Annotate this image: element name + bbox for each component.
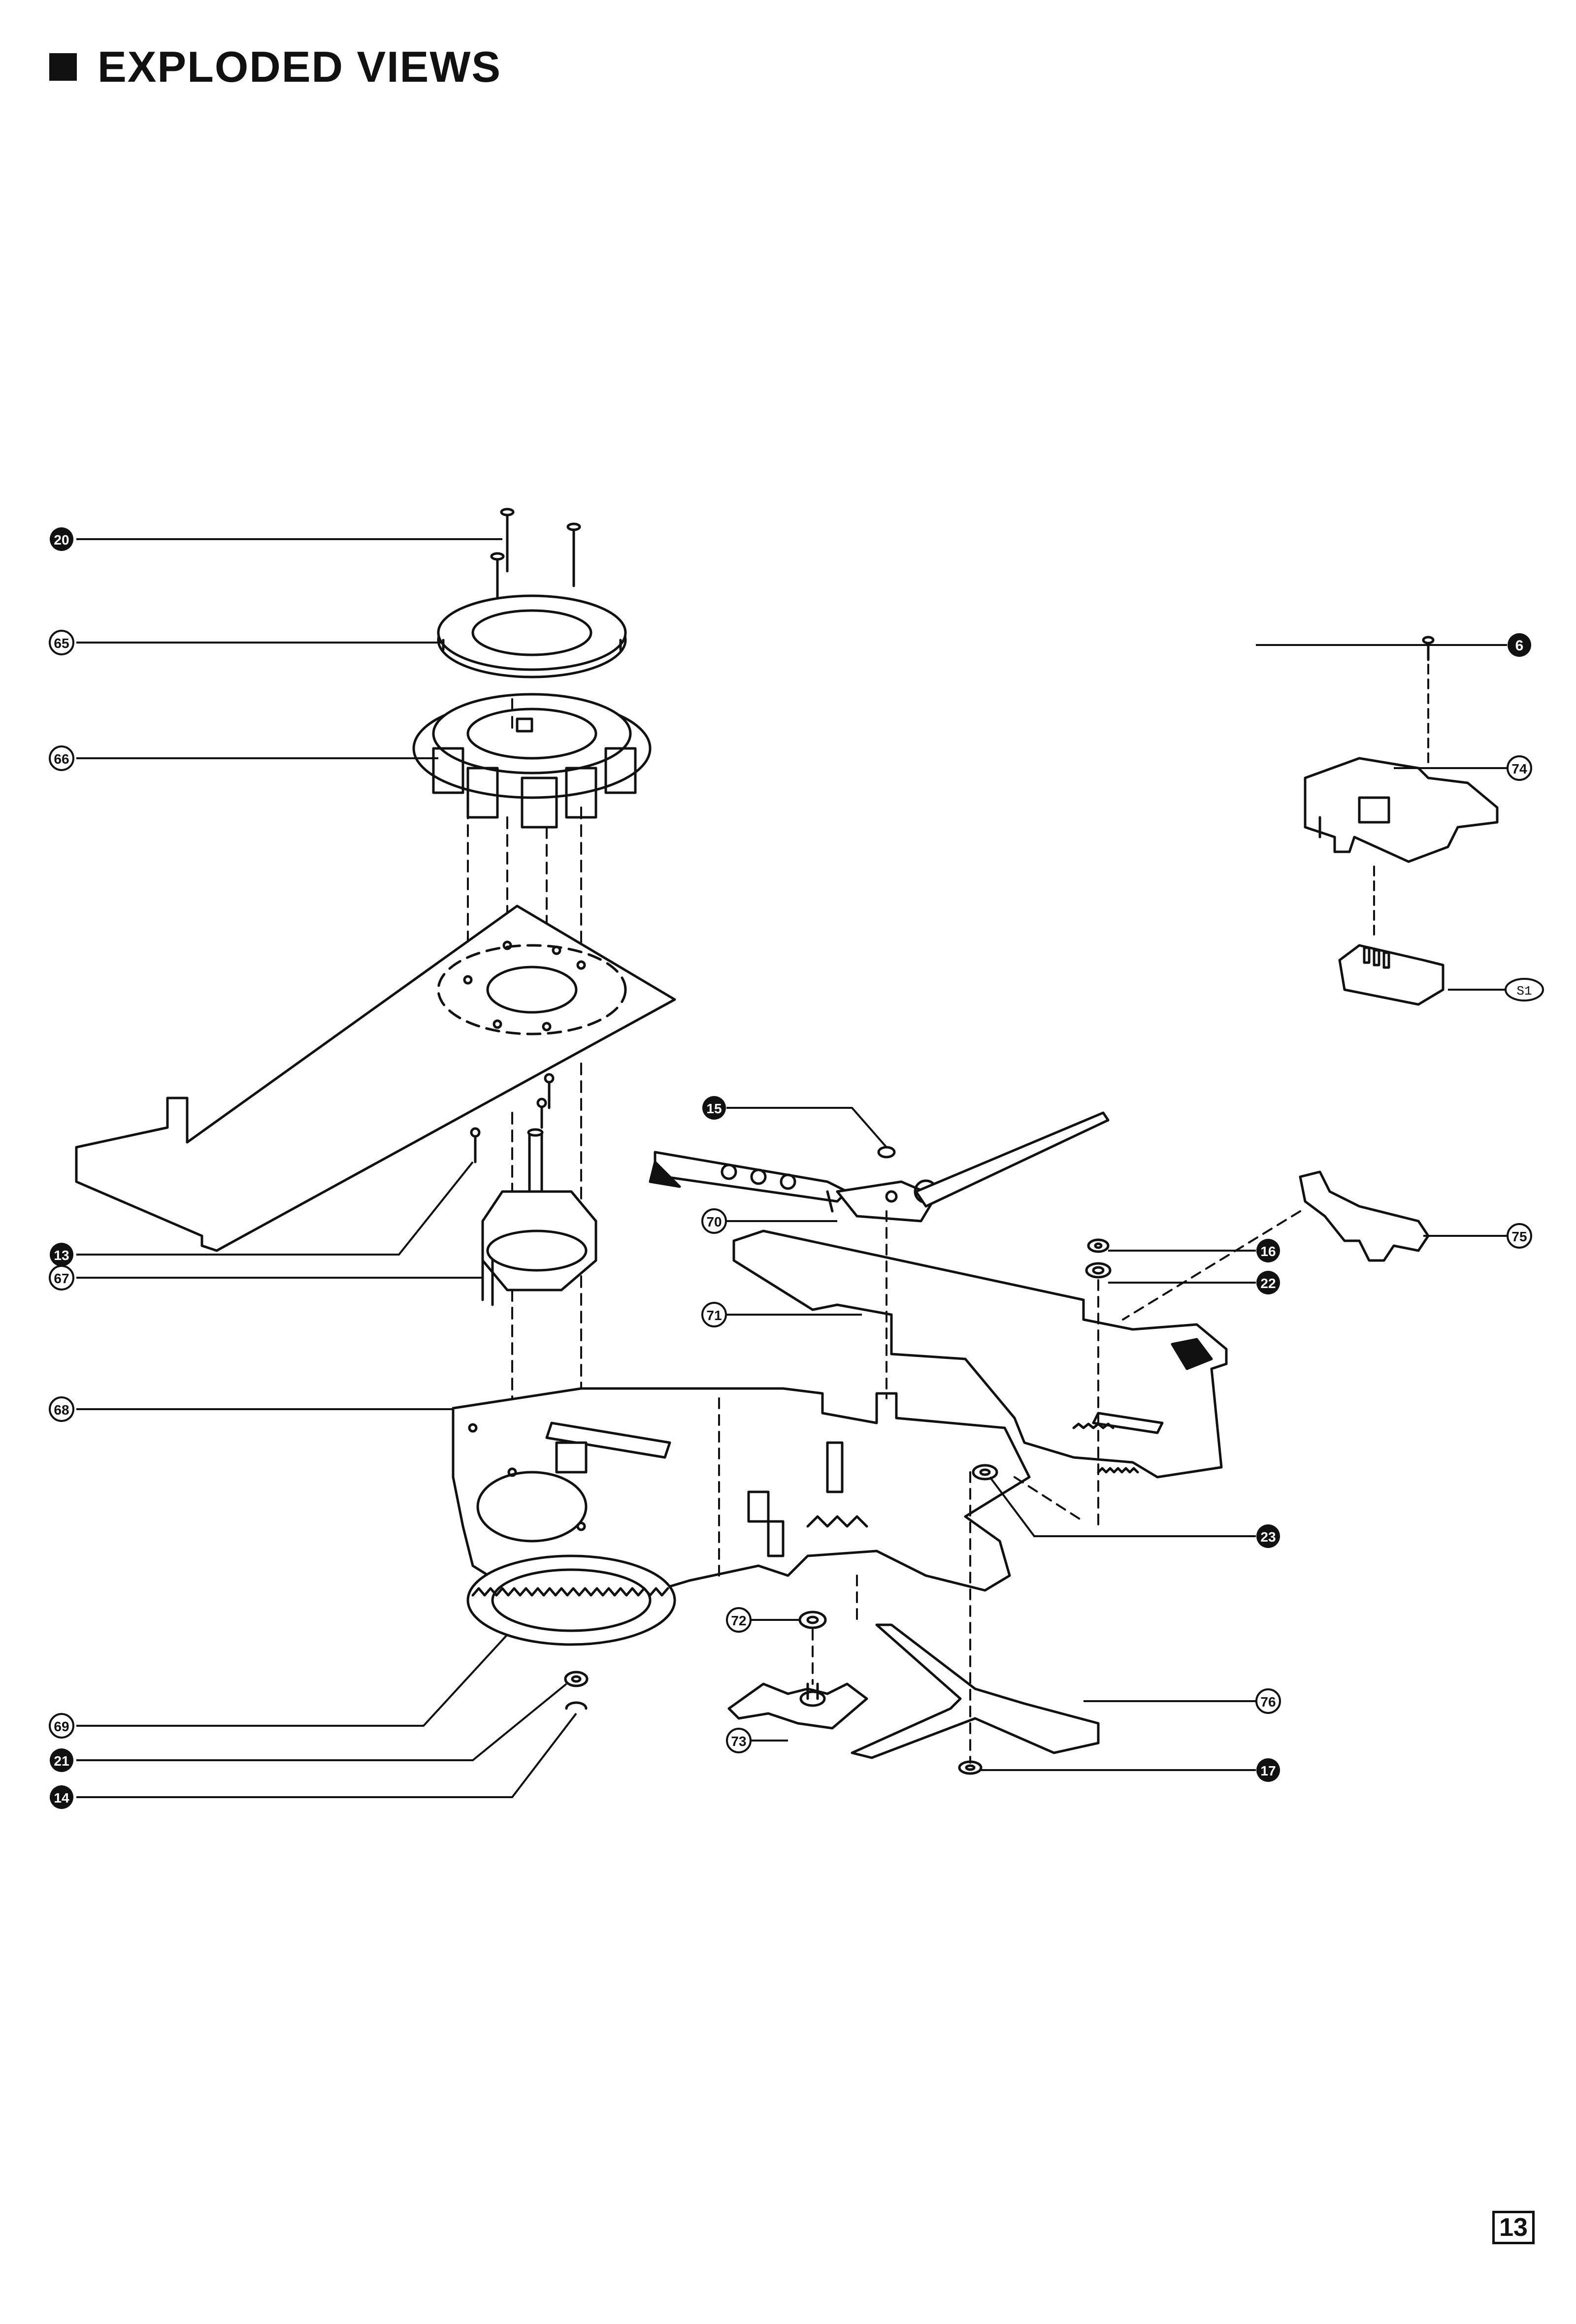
callout-70: 70	[701, 1208, 727, 1234]
lever-part-75	[1299, 1170, 1430, 1262]
callout-6-label: 6	[1515, 638, 1524, 654]
callout-17: 17	[1256, 1758, 1280, 1782]
stator-part-66	[412, 693, 652, 829]
callout-22-label: 22	[1260, 1276, 1276, 1291]
callout-72-label: 72	[731, 1613, 746, 1628]
ring-part-65	[437, 594, 627, 678]
callout-71: 71	[701, 1302, 727, 1327]
callout-20: 20	[50, 527, 73, 551]
callout-68-label: 68	[54, 1402, 69, 1418]
page-number: 13	[1492, 2211, 1535, 2244]
callout-68: 68	[49, 1396, 74, 1422]
callout-21-label: 21	[54, 1753, 69, 1769]
callout-66: 66	[49, 745, 74, 771]
bushing-part-72	[798, 1611, 827, 1629]
callout-6: 6	[1508, 633, 1531, 657]
callout-15: 15	[702, 1096, 726, 1120]
callout-75: 75	[1507, 1223, 1532, 1249]
callout-14: 14	[50, 1785, 73, 1809]
callout-74: 74	[1507, 755, 1532, 781]
switch-s1	[1338, 944, 1445, 1006]
washer-part-23	[972, 1464, 998, 1481]
bracket-part-74	[1304, 757, 1499, 936]
callout-69-label: 69	[54, 1719, 69, 1734]
callout-s1: S1	[1505, 978, 1544, 1001]
clip-part-15	[877, 1146, 896, 1159]
callout-21: 21	[50, 1748, 73, 1772]
slider-part-71	[732, 1229, 1228, 1479]
callout-22: 22	[1256, 1271, 1280, 1294]
callout-67: 67	[49, 1265, 74, 1291]
arm-part-70	[649, 1111, 1110, 1223]
spindle-part-67	[481, 1128, 597, 1306]
bullet-square-icon	[49, 53, 77, 81]
washer-part-22	[1085, 1262, 1112, 1279]
callout-75-label: 75	[1511, 1229, 1527, 1244]
callout-65: 65	[49, 630, 74, 655]
callout-13-label: 13	[54, 1248, 69, 1263]
washer-part-16	[1087, 1238, 1110, 1253]
gear-part-69	[466, 1554, 676, 1646]
callout-71-label: 71	[706, 1308, 722, 1323]
callout-s1-label: S1	[1516, 984, 1532, 999]
callout-70-label: 70	[706, 1214, 722, 1229]
callout-14-label: 14	[54, 1790, 69, 1806]
screw-part-13	[470, 1073, 555, 1163]
callout-23-label: 23	[1260, 1529, 1276, 1545]
washer-part-21	[564, 1671, 589, 1687]
callout-76: 76	[1255, 1688, 1281, 1714]
callout-73: 73	[726, 1728, 752, 1753]
clip-part-14	[565, 1701, 588, 1710]
callout-13: 13	[50, 1243, 73, 1266]
callout-65-label: 65	[54, 636, 69, 651]
section-title: EXPLODED VIEWS	[49, 45, 501, 89]
callout-73-label: 73	[731, 1734, 746, 1749]
callout-67-label: 67	[54, 1271, 69, 1286]
bracket-part-73	[727, 1682, 868, 1730]
screw-part-6	[1422, 636, 1435, 769]
callout-15-label: 15	[706, 1101, 722, 1116]
callout-20-label: 20	[54, 532, 69, 548]
callout-17-label: 17	[1260, 1763, 1276, 1778]
callout-74-label: 74	[1511, 761, 1527, 776]
title-text: EXPLODED VIEWS	[98, 42, 502, 91]
callout-16: 16	[1256, 1239, 1280, 1262]
callout-23: 23	[1256, 1524, 1280, 1548]
callout-76-label: 76	[1260, 1694, 1276, 1710]
callout-69: 69	[49, 1713, 74, 1739]
callout-66-label: 66	[54, 751, 69, 767]
fork-part-76	[851, 1623, 1100, 1759]
callout-16-label: 16	[1260, 1244, 1276, 1259]
thin-plate	[75, 904, 676, 1252]
callout-72: 72	[726, 1607, 752, 1633]
